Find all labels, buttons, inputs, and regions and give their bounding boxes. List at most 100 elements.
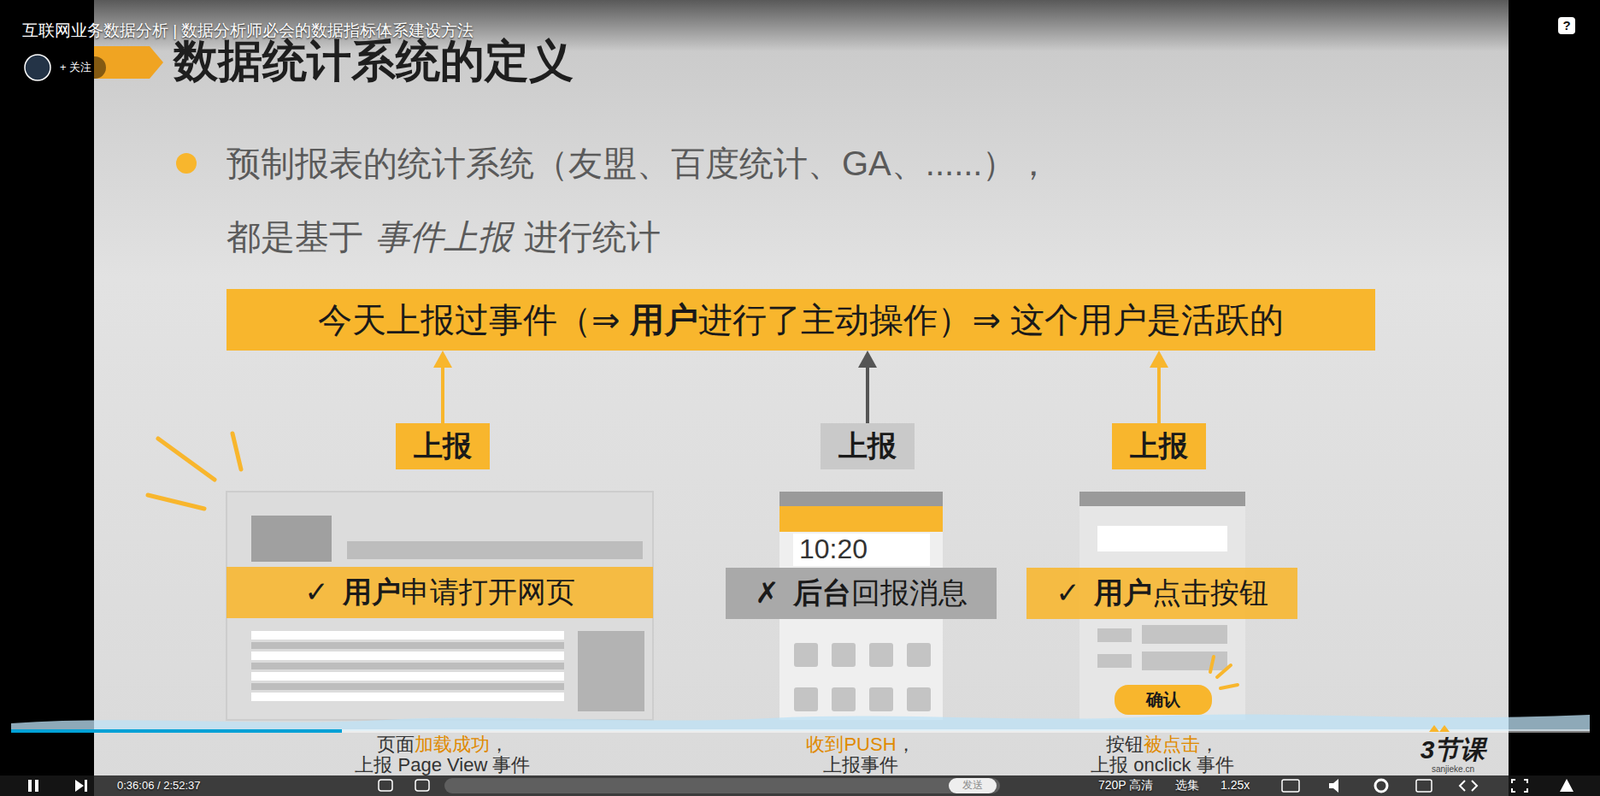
phone-clock: 10:20 (799, 533, 868, 565)
phone-input-field (1097, 525, 1228, 552)
node-text: ✓ (304, 575, 330, 608)
text-line: + 关注 (59, 61, 92, 74)
bullet-text: 都是基于 (226, 217, 364, 256)
text-line: sanjieke.cn (1431, 764, 1475, 774)
keypad-key (831, 642, 856, 667)
sparkle-line (232, 433, 242, 470)
connector-line (865, 365, 870, 424)
node-text: 上报 (413, 429, 472, 462)
connector-line (441, 365, 445, 424)
click-spark (1210, 656, 1214, 672)
text-line: 选集 (1175, 778, 1200, 792)
webpage-side-column (577, 630, 645, 712)
text-line: 页面加载成功， (376, 734, 509, 755)
arrow-head (858, 350, 877, 368)
node-text: 用户 (1094, 576, 1153, 609)
next-icon (84, 779, 88, 792)
watermark-logo: 3节课 (1420, 735, 1487, 764)
bullet-dot (176, 152, 197, 174)
quality-button: 720P 高清 (1098, 777, 1153, 792)
time-display: 0:36:06 / 2:52:37 (117, 778, 201, 792)
follow-button-text: + 关注 (59, 60, 92, 74)
webpage-text-line (251, 662, 565, 670)
node-text: 用户 (629, 300, 699, 339)
subtitle-icon (1282, 779, 1300, 792)
keypad-key (831, 687, 856, 712)
phone-form-row (1097, 628, 1132, 642)
fullscreen-icon (1511, 779, 1528, 792)
caption-text: 上报 Page View 事件 (354, 753, 530, 776)
send-button-text: 发送 (962, 778, 983, 791)
caption-text: 上报 onclick 事件 (1090, 753, 1234, 776)
next-icon (75, 779, 84, 792)
phone-form-row (1141, 624, 1228, 644)
node-text-row: 上报 (1129, 426, 1189, 466)
arrow-head (1149, 350, 1169, 368)
node-text: 今天上报过事件（⇒ (317, 300, 621, 339)
caption-text: 被点击 (1143, 733, 1200, 755)
conclusion-banner: 今天上报过事件（⇒用户进行了主动操作）⇒ 这个用户是活跃的 (226, 288, 1376, 351)
pause-icon (35, 779, 39, 792)
connector-line (1157, 365, 1161, 424)
caption-text: ， (1200, 733, 1219, 755)
text-line: 0:36:06 / 2:52:37 (117, 779, 201, 792)
report-tag: 上报 (820, 423, 915, 470)
volume-icon (1329, 778, 1339, 793)
connector-arrow (433, 350, 453, 424)
text-line: 都是基于事件上报进行统计 (226, 217, 661, 256)
caption-text: 收到PUSH (805, 733, 896, 755)
phone-form-row (1097, 653, 1132, 668)
text-line: 720P 高清 (1098, 778, 1153, 792)
keypad-key (906, 642, 931, 667)
node-text: 进行了主动操作）⇒ 这个用户是活跃的 (698, 300, 1284, 339)
phone-form-row (1141, 651, 1228, 671)
node-text-row: ✓ 用户申请打开网页 (304, 572, 576, 612)
node-text-row: 上报 (838, 426, 897, 466)
webpage-text-line (251, 692, 565, 701)
arrow-head (433, 350, 453, 368)
keypad-key (906, 687, 931, 712)
click-spark (1217, 664, 1231, 677)
text-line: 收到PUSH， (805, 734, 915, 755)
pause-icon (28, 779, 32, 792)
text-line: 上报事件 (823, 754, 899, 776)
connector-arrow (858, 350, 877, 424)
phone-top-bar (779, 491, 943, 506)
confirm-button: 确认 (1114, 684, 1212, 715)
danmaku-icon (378, 779, 393, 791)
webpage-text-line (251, 651, 565, 660)
slide-title: 数据统计系统的定义 (173, 36, 574, 86)
bullet-text: 事件上报 (375, 217, 512, 256)
watermark-url: sanjieke.cn (1431, 764, 1475, 774)
node-text-row: 确认 (1146, 688, 1181, 712)
webpage-logo-block (251, 515, 332, 562)
text-line: 1.25x (1220, 778, 1250, 792)
node-text-row: 今天上报过事件（⇒用户进行了主动操作）⇒ 这个用户是活跃的 (317, 296, 1284, 344)
node-text: 回报消息 (851, 576, 968, 609)
webpage-text-line (251, 671, 565, 681)
node-text-row: ✓用户点击按钮 (1055, 573, 1269, 613)
click-spark (1220, 684, 1238, 689)
window-icon (1416, 779, 1432, 792)
node-text: 上报 (838, 429, 897, 462)
keypad-key (794, 642, 818, 667)
text-line: 上报 Page View 事件 (354, 754, 530, 776)
caption-text: 加载成功 (414, 733, 490, 755)
report-tag: 上报 (395, 423, 490, 470)
sparkle-line (147, 494, 205, 509)
node-text: 申请打开网页 (400, 575, 576, 608)
event-band: ✓用户点击按钮 (1026, 567, 1298, 619)
caption-text: 上报事件 (823, 753, 899, 776)
caption-text: ， (489, 733, 509, 755)
bullet-text: 预制报表的统计系统（友盟、百度统计、GA、......）， (226, 144, 1051, 183)
caption-text: 按钮 (1105, 733, 1144, 755)
node-text: 用户 (342, 575, 401, 608)
settings-icon (1375, 779, 1388, 792)
text-line: 上报 onclick 事件 (1090, 754, 1234, 776)
keypad-key (794, 687, 818, 712)
follow-pill (51, 56, 106, 79)
keypad-key (869, 642, 894, 667)
webpage-text-line (251, 682, 565, 690)
webpage-nav-bar (347, 541, 643, 559)
